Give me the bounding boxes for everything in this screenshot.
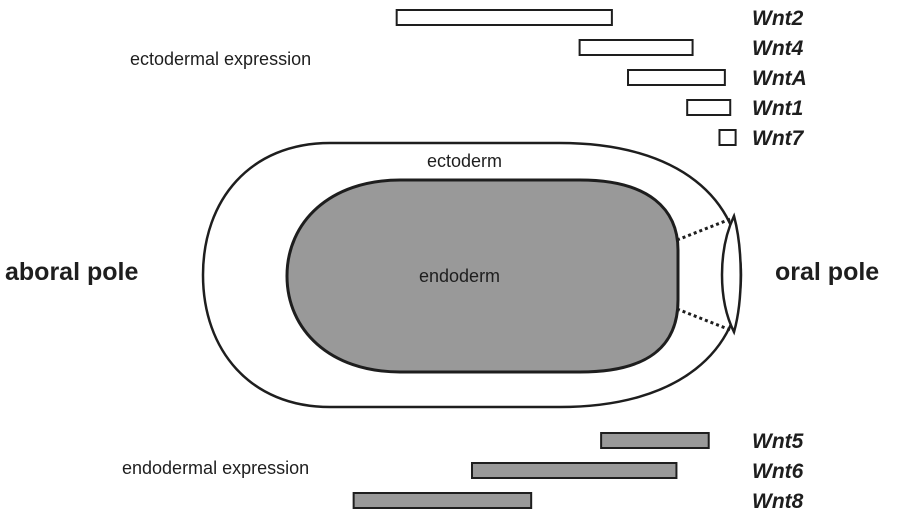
pharynx-dotted-line-lower xyxy=(676,307,734,333)
expression-bar-wnt5 xyxy=(600,432,710,449)
expression-bar-wnta xyxy=(627,69,726,86)
gene-label-wnt7: Wnt7 xyxy=(752,127,805,150)
aboral-pole-label: aboral pole xyxy=(5,258,138,286)
gene-label-wnt6: Wnt6 xyxy=(752,460,804,483)
pharynx-dotted-line-upper xyxy=(676,216,734,242)
mouth-opening xyxy=(720,212,742,336)
gene-label-wnt8: Wnt8 xyxy=(752,490,804,513)
ectodermal-expression-label: ectodermal expression xyxy=(130,49,311,69)
gene-label-wnt1: Wnt1 xyxy=(752,97,803,120)
ectoderm-label: ectoderm xyxy=(427,151,502,171)
expression-bar-wnt7 xyxy=(718,129,737,146)
gene-label-wnt2: Wnt2 xyxy=(752,7,804,30)
endoderm-label: endoderm xyxy=(419,266,500,286)
endodermal-expression-label: endodermal expression xyxy=(122,458,309,478)
gene-label-wnta: WntA xyxy=(752,67,807,90)
endoderm-layer xyxy=(285,178,680,374)
expression-bar-wnt1 xyxy=(686,99,732,116)
expression-bar-wnt4 xyxy=(578,39,694,56)
gene-label-wnt4: Wnt4 xyxy=(752,37,804,60)
expression-bar-wnt6 xyxy=(471,462,678,479)
gene-label-wnt5: Wnt5 xyxy=(752,430,804,453)
oral-pole-label: oral pole xyxy=(775,258,879,286)
expression-bar-wnt8 xyxy=(352,492,533,509)
expression-bar-wnt2 xyxy=(395,9,613,26)
